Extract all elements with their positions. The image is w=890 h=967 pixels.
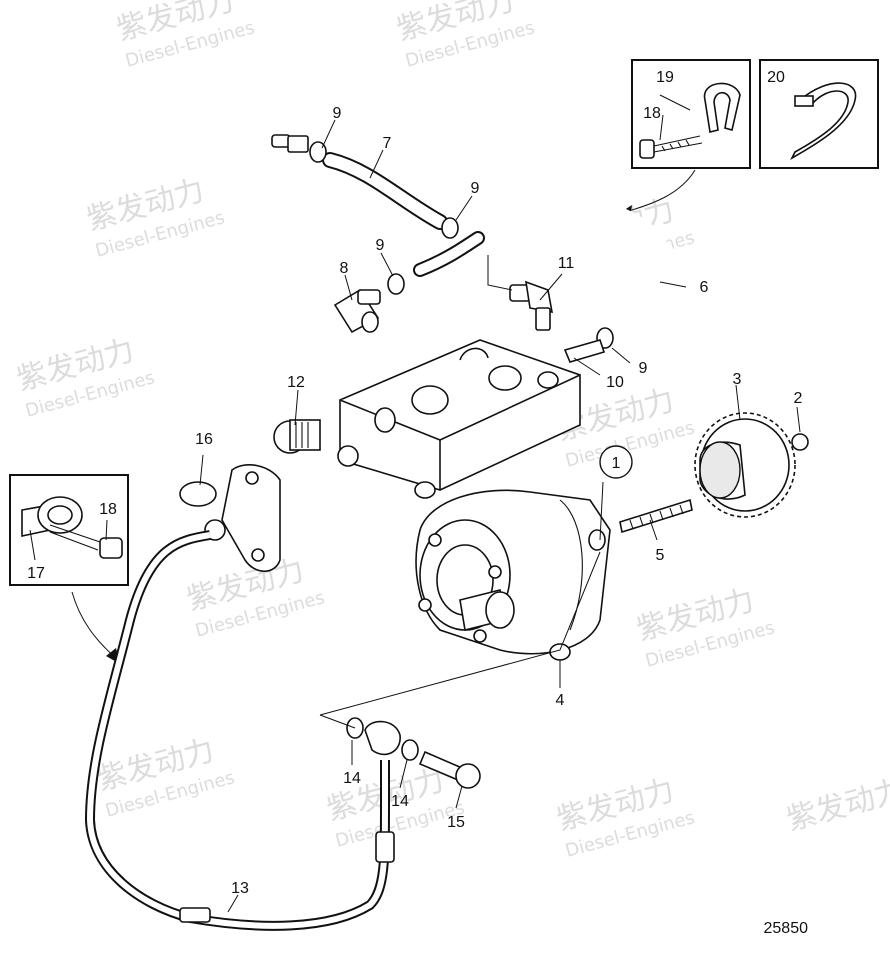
- elbow-connector: [509, 280, 553, 331]
- callout-19: 19: [656, 69, 674, 86]
- cylinder-head: [337, 339, 581, 499]
- compressor-body: [415, 489, 611, 655]
- inset-clip-box: [631, 59, 751, 169]
- callout-14: 14: [343, 770, 361, 787]
- inset-cable-tie-box: [759, 59, 879, 169]
- callout-12: 12: [287, 374, 305, 391]
- callout-14: 14: [391, 793, 409, 810]
- adapter-fitting: [273, 419, 321, 454]
- drive-gear: [694, 412, 809, 518]
- callout-circle: [599, 445, 633, 479]
- elbow-fitting: [333, 273, 405, 334]
- callout-18: 18: [99, 501, 117, 518]
- callout-18: 18: [643, 105, 661, 122]
- callout-9: 9: [376, 237, 385, 254]
- callout-11: 11: [558, 255, 575, 272]
- callout-8: 8: [340, 260, 349, 277]
- callout-2: 2: [794, 390, 803, 407]
- callout-1: 1: [612, 455, 621, 472]
- drawing-number: 25850: [764, 920, 809, 937]
- callout-17: 17: [27, 565, 45, 582]
- o-ring: [179, 481, 217, 507]
- banjo-assembly: [346, 717, 481, 789]
- callout-3: 3: [733, 371, 742, 388]
- callout-16: 16: [195, 431, 213, 448]
- callout-15: 15: [447, 814, 465, 831]
- callout-9: 9: [333, 105, 342, 122]
- watermark-logo: 紫发动力: [783, 773, 890, 838]
- callout-9: 9: [639, 360, 648, 377]
- fitting-top: [271, 134, 459, 239]
- callout-13: 13: [231, 880, 249, 897]
- stud: [619, 498, 693, 534]
- callout-6: 6: [700, 279, 709, 296]
- callout-4: 4: [556, 692, 565, 709]
- oil-pipe: [84, 464, 395, 931]
- callout-labels: 1 2 3 4 5 6 7 8 9 9 9 9 10 11 12 13 14 1…: [27, 69, 808, 937]
- leader-lines: [29, 94, 801, 913]
- callout-9: 9: [471, 180, 480, 197]
- callout-20: 20: [767, 69, 785, 86]
- callout-10: 10: [606, 374, 624, 391]
- callout-5: 5: [656, 547, 665, 564]
- callout-7: 7: [383, 135, 392, 152]
